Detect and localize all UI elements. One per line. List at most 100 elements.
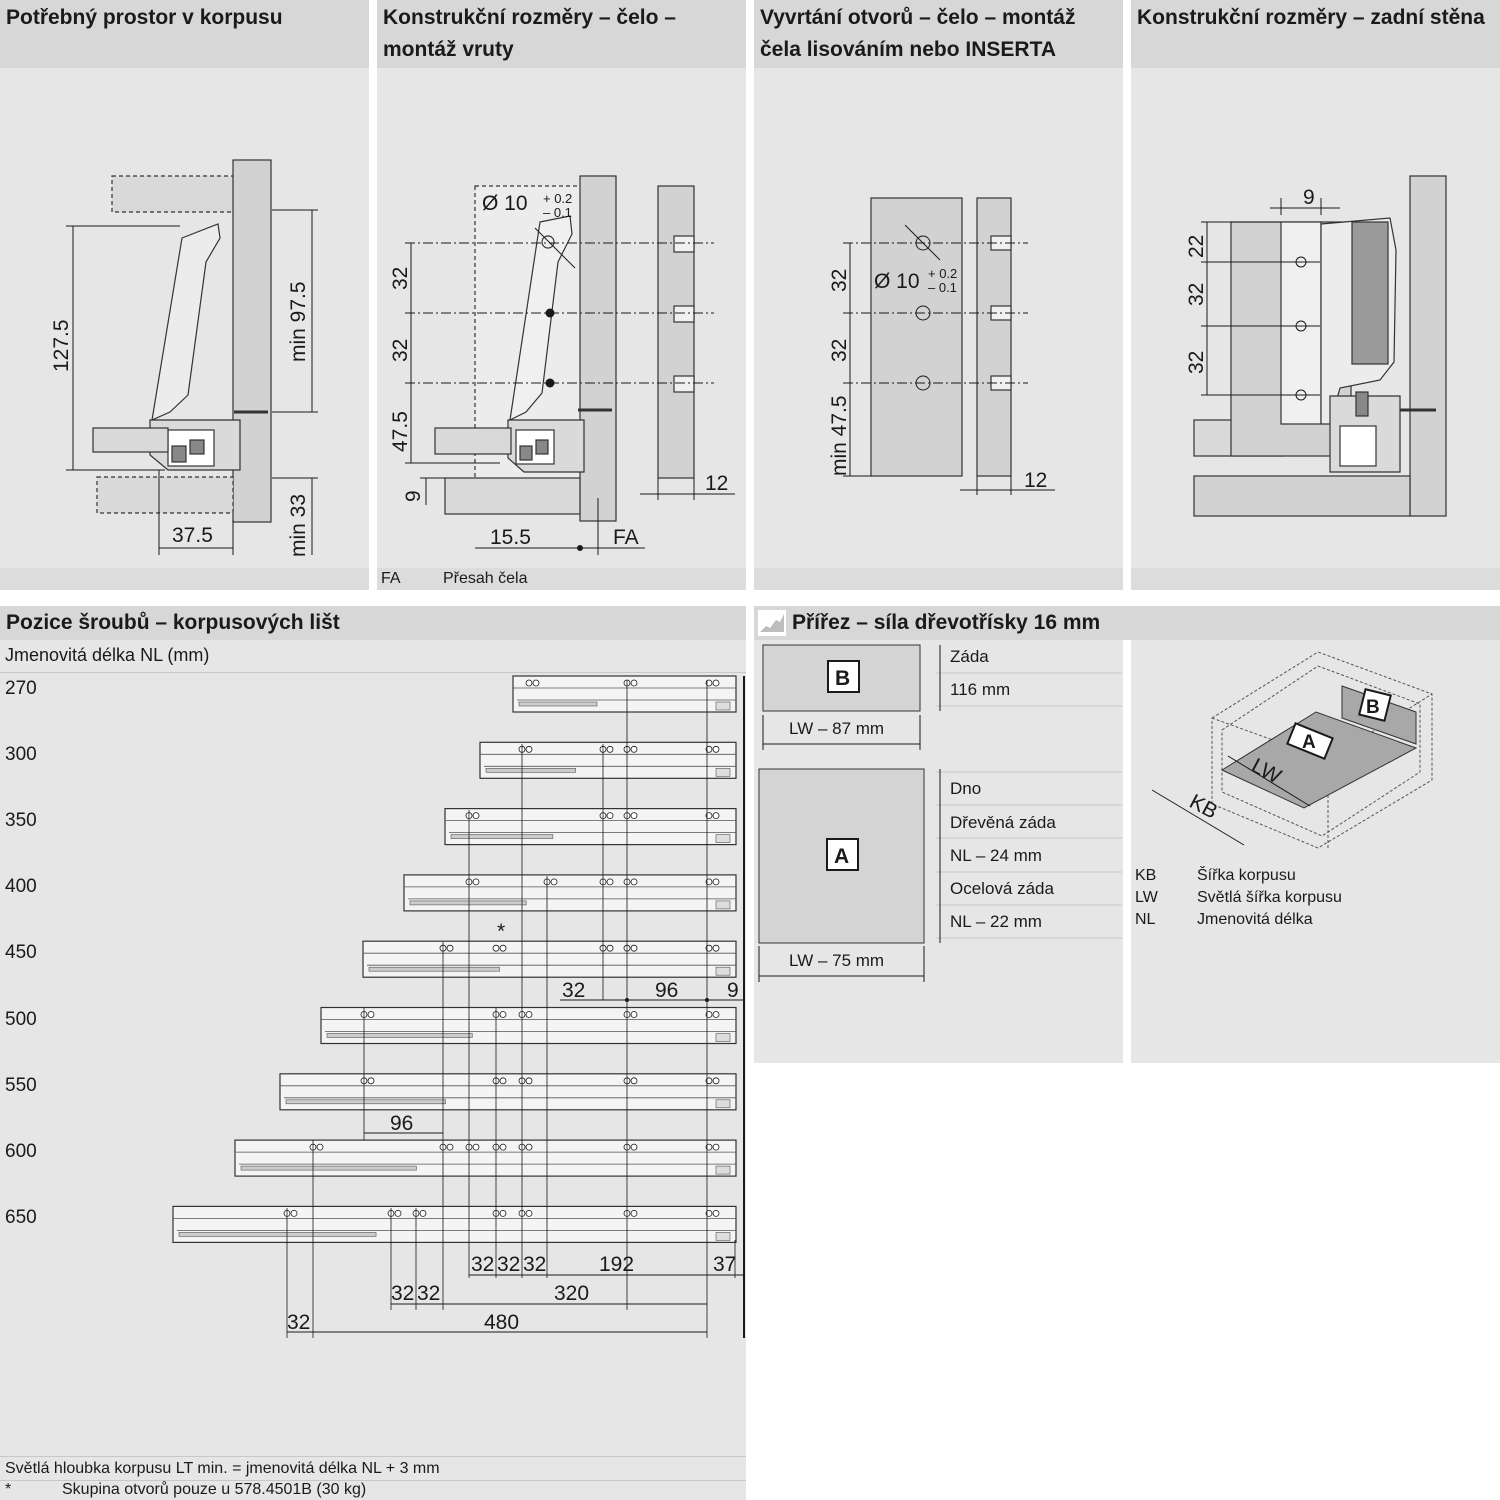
dim-row450-96: 96 <box>655 979 678 1002</box>
note-hole-group: Skupina otvorů pouze u 578.4501B (30 kg) <box>62 1481 367 1498</box>
dim-9: 9 <box>1303 186 1315 209</box>
asterisk-marker: * <box>497 920 505 943</box>
board-a-dim-nl-24: NL – 24 mm <box>950 846 1042 865</box>
runner-rail-500 <box>320 1006 737 1045</box>
board-b-label: B <box>835 667 850 690</box>
dim-15-5: 15.5 <box>490 526 531 549</box>
board-b-dim-height: 116 mm <box>950 680 1010 699</box>
screw-hole <box>705 1210 713 1217</box>
row-label-500: 500 <box>5 1009 37 1030</box>
dim-tolerance-plus: + 0.2 <box>543 191 572 206</box>
legend-code-lw: LW <box>1135 889 1158 906</box>
diagram-back-dimensions: 9 22 32 32 <box>1185 175 1447 517</box>
legend-text-lw: Světlá šířka korpusu <box>1197 889 1342 906</box>
board-a-dim-wood-back: Dřevěná záda <box>950 813 1056 832</box>
diagram-space-required: 127.5 min 97.5 min 33 37.5 <box>50 159 318 557</box>
board-icon <box>758 610 786 636</box>
footer-code-fa: FA <box>381 570 401 587</box>
panel-title-front-dimensions: Konstrukční rozměry – čelo – montáž vrut… <box>377 0 746 68</box>
note-strip <box>0 1480 746 1481</box>
runner-rail-350 <box>444 807 737 846</box>
row-label-300: 300 <box>5 744 37 765</box>
dim-32-middle: 32 <box>828 339 851 362</box>
runner-rail-270 <box>512 675 737 713</box>
dim-bottom1-32c: 32 <box>523 1253 546 1276</box>
row-label-450: 450 <box>5 942 37 963</box>
panel-footer-strip <box>377 568 746 590</box>
screw-hole <box>705 745 713 753</box>
panel-title-space-required: Potřebný prostor v korpusu <box>0 0 369 68</box>
dim-min-97-5: min 97.5 <box>287 281 310 362</box>
dim-bottom3-480: 480 <box>484 1311 519 1334</box>
dim-row450-32: 32 <box>562 979 585 1002</box>
note-asterisk-mark: * <box>5 1481 12 1498</box>
board-b-dim-width: LW – 87 mm <box>789 719 884 738</box>
dim-min-33: min 33 <box>287 494 310 557</box>
note-strip <box>0 1456 746 1457</box>
dim-12: 12 <box>1024 469 1047 492</box>
note-clear-depth: Světlá hloubka korpusu LT min. = jmenovi… <box>5 1460 440 1477</box>
dim-bottom1-32b: 32 <box>497 1253 520 1276</box>
legend-code-kb: KB <box>1135 867 1157 884</box>
diagram-drilling: 32 32 min 47.5 Ø 10 + 0.2 – 0.1 12 <box>828 197 1055 495</box>
screw-hole <box>705 1077 713 1085</box>
legend-text-kb: Šířka korpusu <box>1197 867 1296 884</box>
row-label-400: 400 <box>5 876 37 897</box>
board-a-label: A <box>834 845 849 868</box>
diagram-screw-positions: * 32 96 9 96 32 32 32 192 37 32 32 320 3… <box>172 675 745 1338</box>
iso-label-kb: KB <box>1186 790 1222 823</box>
dim-37-5: 37.5 <box>172 524 213 547</box>
panel-footer-strip <box>1131 568 1500 590</box>
screw-hole <box>525 679 533 687</box>
screw-hole <box>705 944 713 952</box>
dim-tolerance-plus: + 0.2 <box>928 266 957 281</box>
dim-bottom2-32a: 32 <box>391 1282 414 1305</box>
panel-footer-strip <box>0 568 369 590</box>
dim-22: 22 <box>1185 235 1208 258</box>
panel-title-screw-positions: Pozice šroubů – korpusových lišt <box>0 606 746 640</box>
iso-label-b: B <box>1366 697 1380 718</box>
dim-32-upper: 32 <box>389 267 412 290</box>
dim-32-upper: 32 <box>1185 283 1208 306</box>
footer-text-overlay: Přesah čela <box>443 570 528 587</box>
row-label-650: 650 <box>5 1207 37 1228</box>
dim-min-47-5: min 47.5 <box>828 395 851 476</box>
legend-code-nl: NL <box>1135 911 1156 928</box>
board-a-badge <box>826 838 859 871</box>
iso-label-a: A <box>1302 732 1316 753</box>
board-b-dim-label: Záda <box>950 647 989 666</box>
row-label-350: 350 <box>5 810 37 831</box>
panel-title-drilling: Vyvrtání otvorů – čelo – montáž čela lis… <box>754 0 1123 68</box>
dim-bottom2-32b: 32 <box>417 1282 440 1305</box>
dim-row550-96: 96 <box>390 1112 413 1135</box>
dim-32-middle: 32 <box>389 339 412 362</box>
row-label-600: 600 <box>5 1141 37 1162</box>
panel-footer-strip <box>754 568 1123 590</box>
dim-row450-9: 9 <box>727 979 739 1002</box>
dim-bottom1-192: 192 <box>599 1253 634 1276</box>
dim-tolerance-minus: – 0.1 <box>543 205 572 220</box>
row-label-550: 550 <box>5 1075 37 1096</box>
row-separator <box>0 672 746 673</box>
panel-title-cutting-list: Přířez – síla dřevotřísky 16 mm <box>754 606 1500 640</box>
dim-diameter: Ø 10 <box>874 270 920 293</box>
diagram-cutting-list: B A Záda 116 mm LW – 87 mm Dno Dřevěná z… <box>758 644 1122 982</box>
runner-rail-450 <box>362 940 737 978</box>
cutting-list-title-text: Přířez – síla dřevotřísky 16 mm <box>792 611 1101 634</box>
panel-cutting-iso <box>1131 640 1500 1063</box>
screw-hole <box>492 944 500 952</box>
screw-hole <box>705 1011 713 1018</box>
diagram-cabinet-isometric: B A LW KB <box>1151 651 1433 849</box>
screw-hole <box>705 1143 713 1151</box>
dim-9: 9 <box>402 490 425 502</box>
panel-subtitle-nominal-length: Jmenovitá délka NL (mm) <box>5 645 210 665</box>
dim-tolerance-minus: – 0.1 <box>928 280 957 295</box>
runner-rail-600 <box>234 1139 737 1177</box>
runner-rail-650 <box>172 1205 737 1244</box>
dim-12: 12 <box>705 472 728 495</box>
dim-bottom2-320: 320 <box>554 1282 589 1305</box>
dim-fa: FA <box>613 526 639 549</box>
dim-bottom1-37: 37 <box>713 1253 736 1276</box>
board-a-dim-nl-22: NL – 22 mm <box>950 912 1042 931</box>
runner-rail-400 <box>403 874 737 912</box>
